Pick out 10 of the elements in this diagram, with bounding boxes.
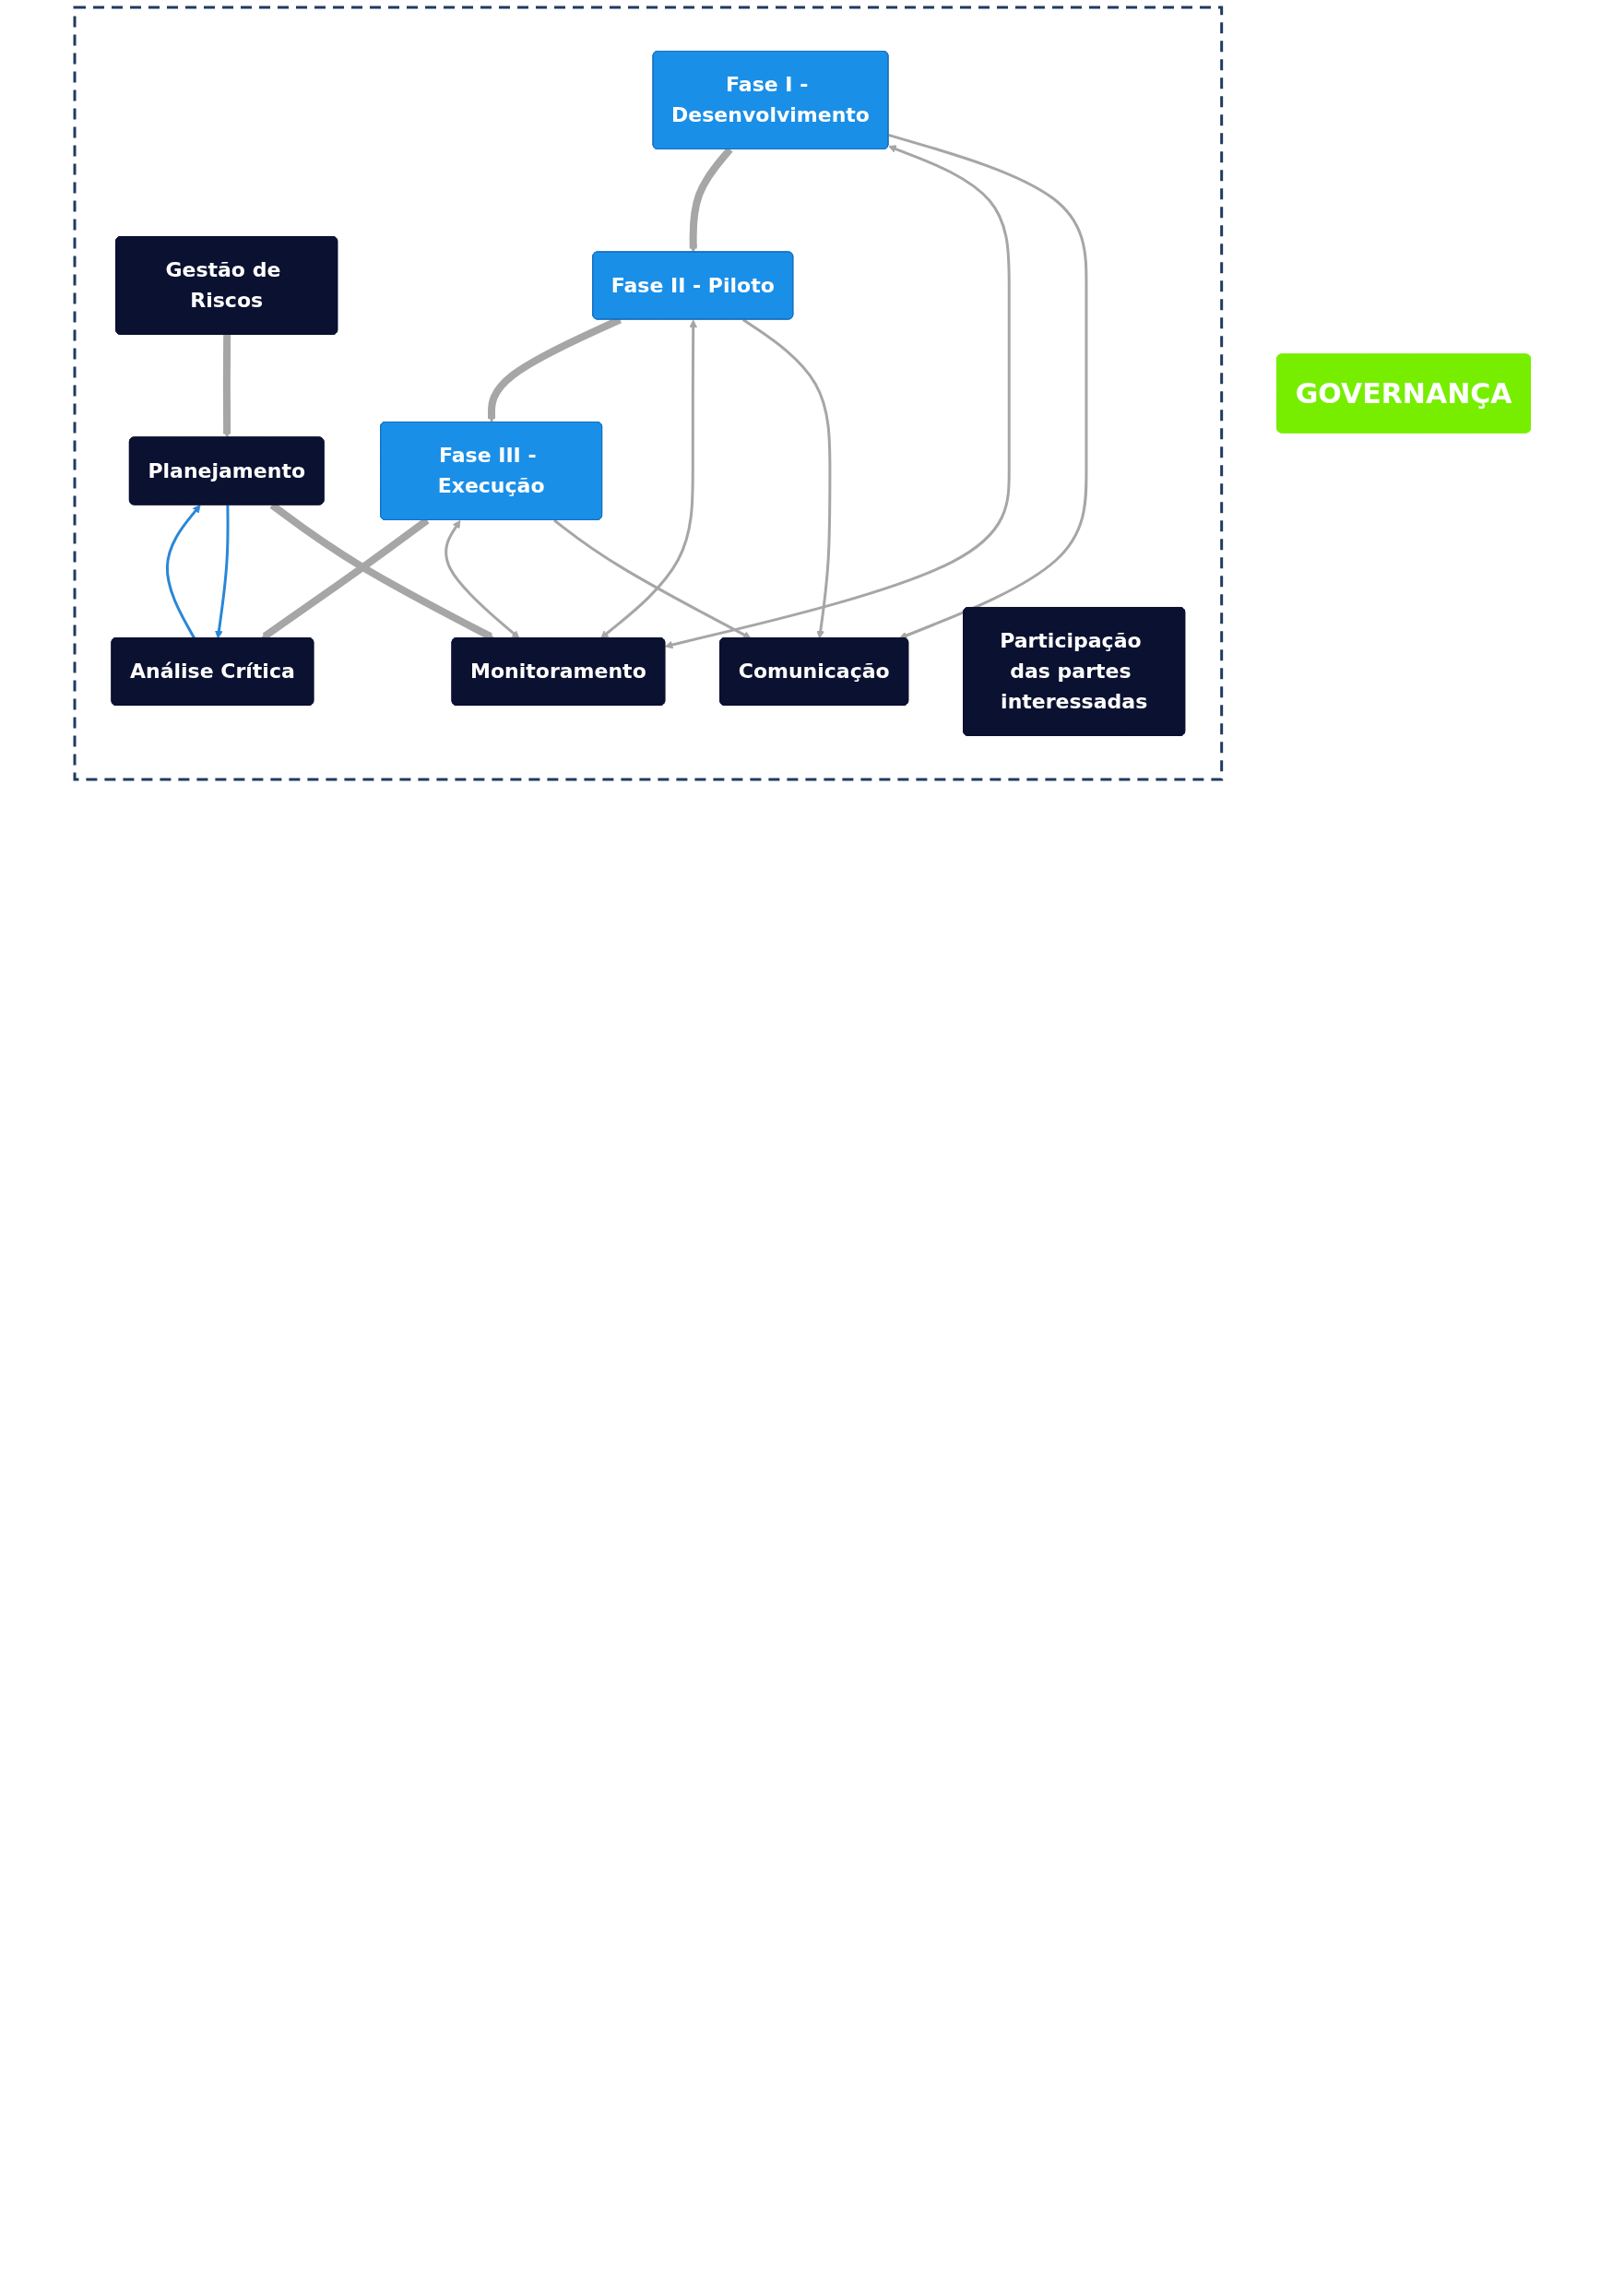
arrow	[599, 319, 697, 639]
arrow	[664, 145, 1011, 649]
arrow	[741, 318, 832, 639]
arrow	[552, 518, 752, 639]
arrow	[165, 505, 201, 639]
arrow	[887, 133, 1088, 640]
arrow	[222, 334, 231, 438]
arrow	[445, 519, 520, 639]
arrow	[214, 505, 230, 639]
cluster	[73, 6, 1223, 781]
